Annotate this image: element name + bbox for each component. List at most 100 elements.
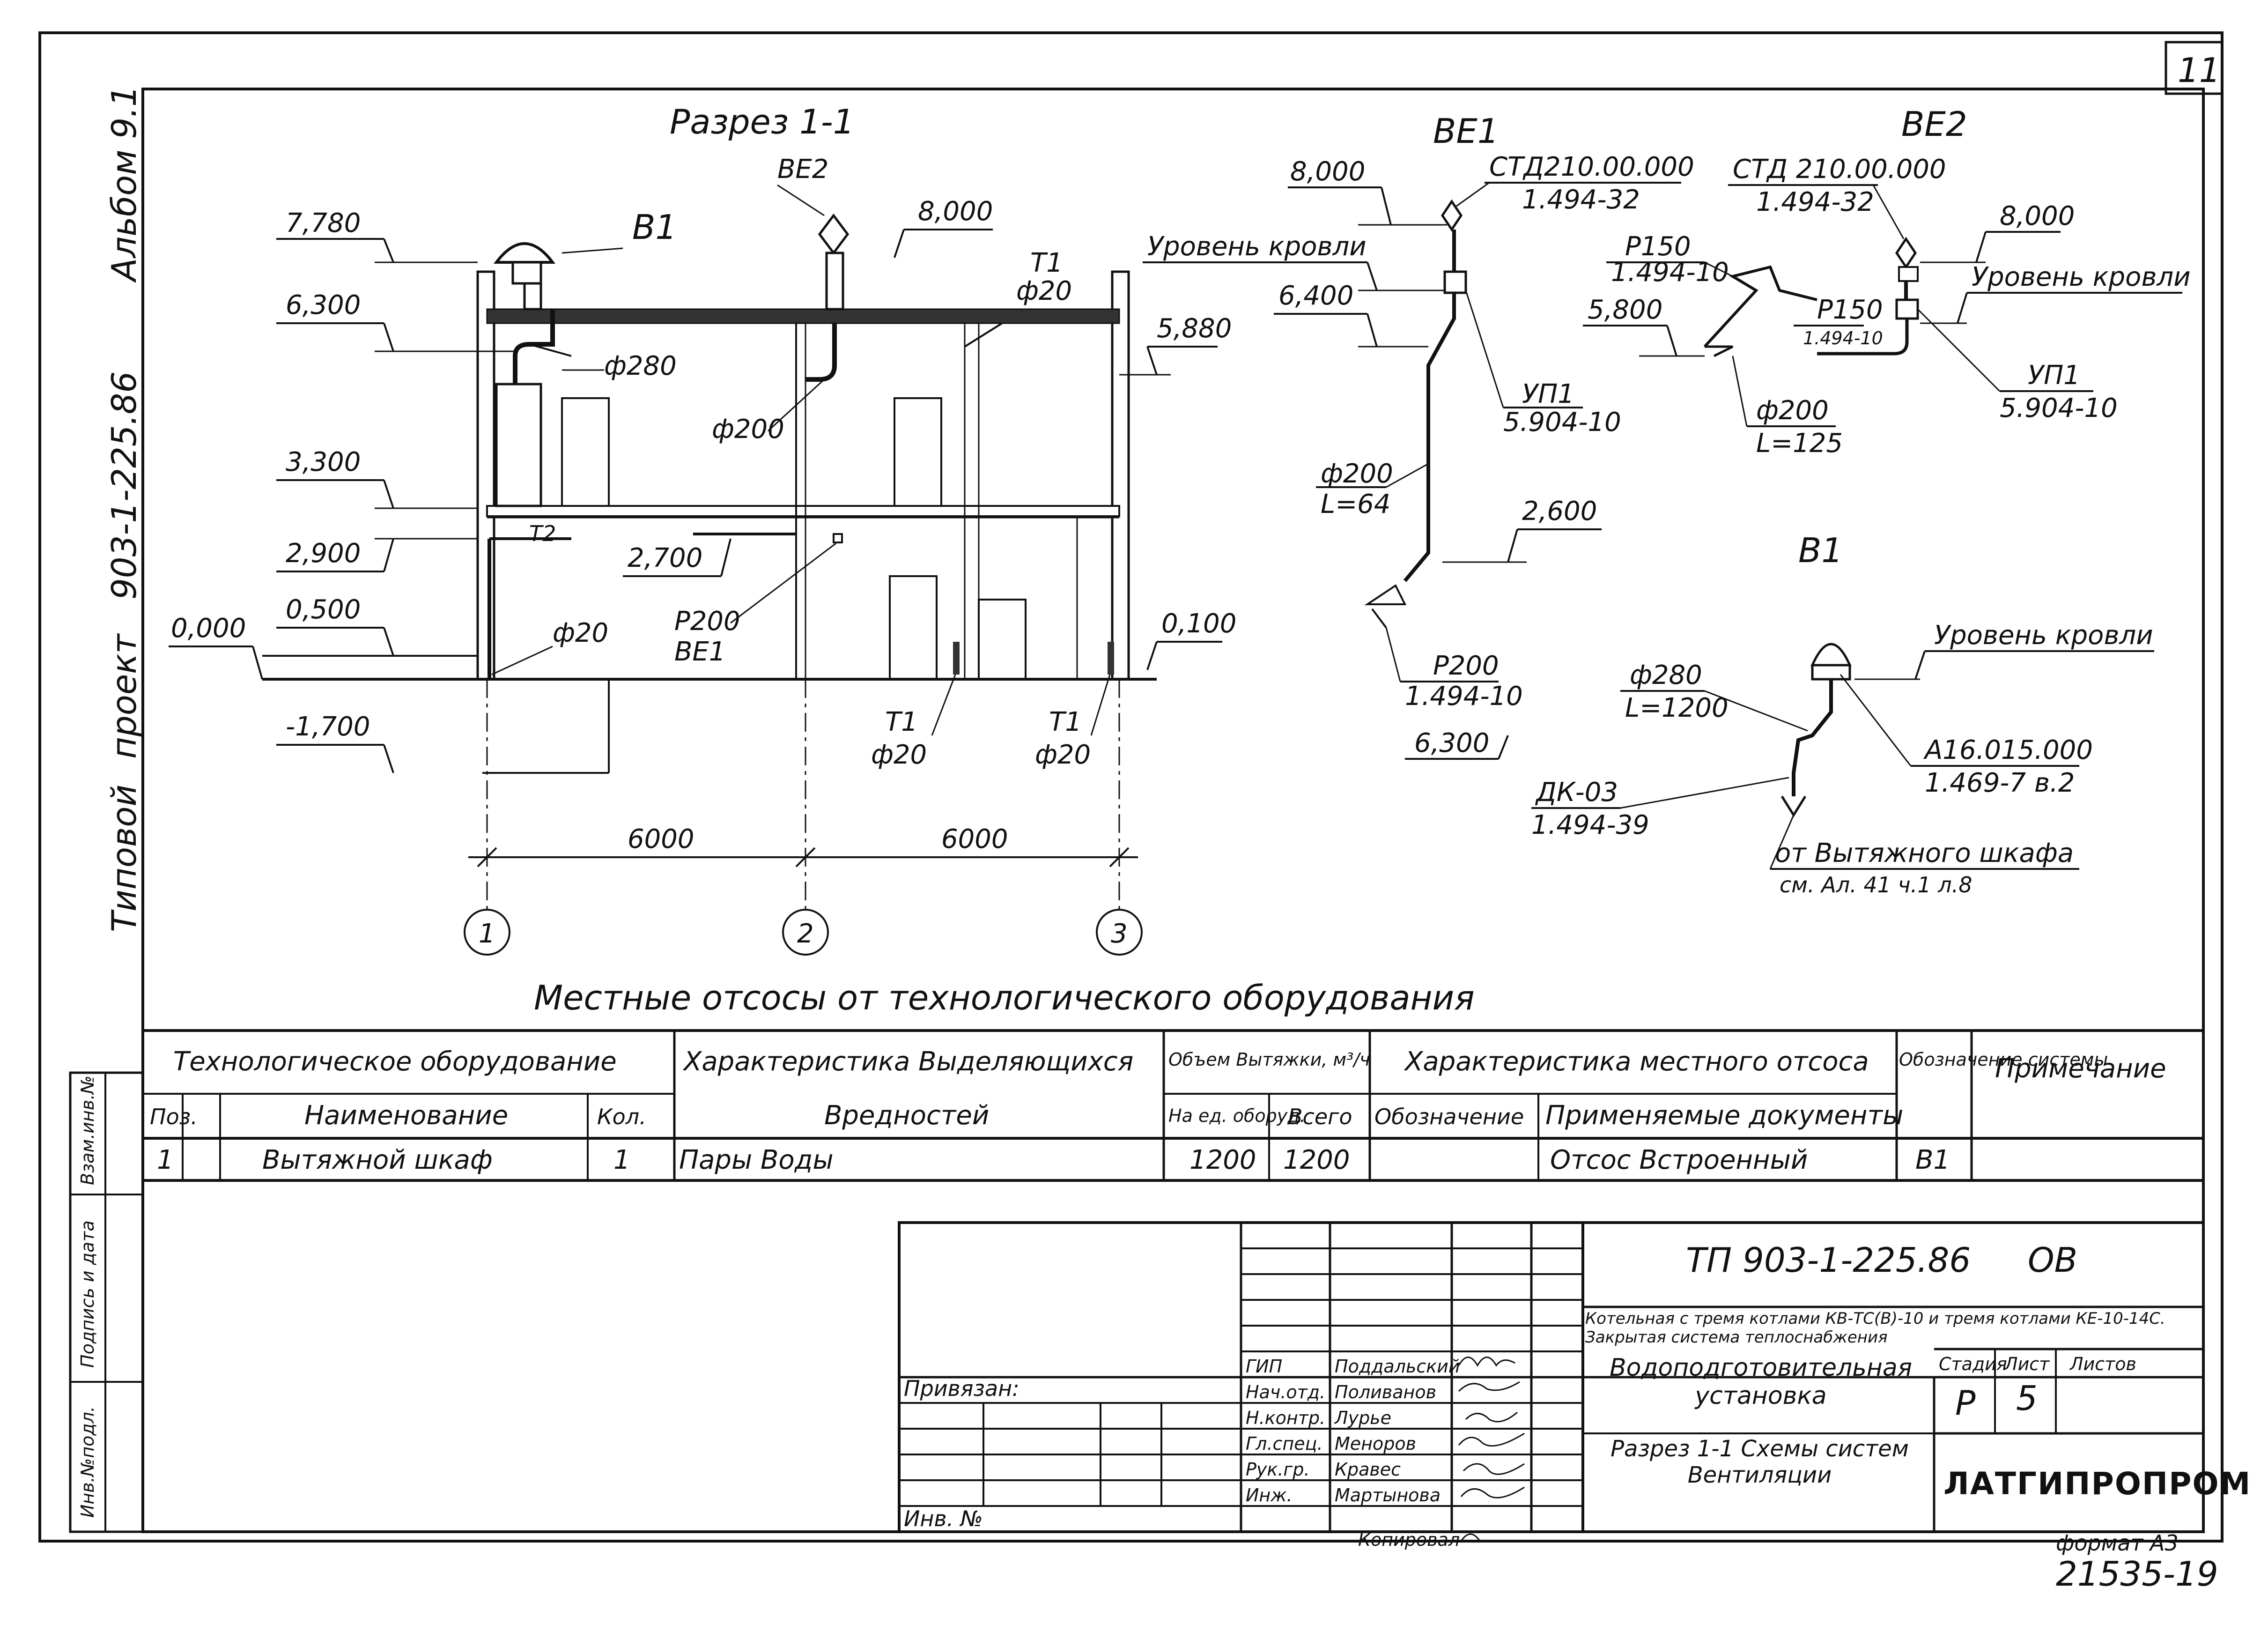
b1-note-a16-doc: 1.469-7 в.2 <box>1925 768 2075 798</box>
section-labels: В1 ВЕ2 Т1 ф20 ф280 ф200 Т2 ф20 Р200 ВЕ1 … <box>491 154 1111 770</box>
stamp-sheet-title: Разрез 1-1 Схемы систем Вентиляции <box>1611 1436 1909 1488</box>
axis-2-bubble <box>782 909 829 956</box>
stamp-sheets-label: Листов <box>2069 1354 2136 1374</box>
stamp-inv: Инв. № <box>904 1506 983 1531</box>
label-f20-bottom-b: ф20 <box>1035 740 1091 770</box>
axis-1-bubble <box>464 909 510 956</box>
elev-minus1700: -1,700 <box>286 712 370 742</box>
copied-signature <box>1460 1533 1536 1542</box>
label-f20-top: ф20 <box>1016 276 1072 306</box>
b1-note-f280: ф280 <box>1630 660 1702 690</box>
b1-note-length: L=1200 <box>1625 693 1729 723</box>
be1-elev-8000: 8,000 <box>1290 156 1365 187</box>
role-label: ГИП <box>1246 1356 1282 1377</box>
be2-note-p150-b-doc: 1.494-10 <box>1803 328 1883 349</box>
album-label: Альбом 9.1 <box>104 85 144 283</box>
be2-elev-8000: 8,000 <box>2000 201 2075 231</box>
role-name: Мартынова <box>1335 1485 1441 1506</box>
table-row: 1 Вытяжной шкаф 1 Пары Воды 1200 1200 От… <box>157 1145 1950 1175</box>
left-strip <box>69 1071 144 1533</box>
be1-elev-6400: 6,400 <box>1278 281 1353 311</box>
cell-documents: Отсос Встроенный <box>1550 1145 1808 1175</box>
be2-title: ВЕ2 <box>1901 104 1967 144</box>
axis-3: 3 <box>1111 919 1128 949</box>
be1-scheme: ВЕ1 8,000 6,400 6,300 2,600 Уровень кров… <box>1143 111 1694 760</box>
outer-frame <box>38 31 2224 1543</box>
archive-number: 21535-19 <box>2056 1554 2218 1594</box>
be2-note-length: L=125 <box>1756 428 1843 459</box>
b1-roof-level: Уровень кровли <box>1934 620 2153 651</box>
stamp-title: Водоподготовительная установка <box>1609 1354 1912 1410</box>
building-section <box>262 213 1157 774</box>
be2-note-std: СТД 210.00.000 <box>1733 154 1946 185</box>
th-name: Наименование <box>304 1100 508 1131</box>
b1-note-a16: А16.015.000 <box>1923 735 2093 765</box>
stamp-code: ТП 903-1-225.86 <box>1686 1240 1971 1280</box>
role-label: Нач.отд. <box>1246 1382 1325 1402</box>
cell-qty: 1 <box>613 1145 630 1175</box>
elev-0500: 0,500 <box>286 594 361 625</box>
elev-0100: 0,100 <box>1161 608 1236 639</box>
stamp-object: Котельная с тремя котлами КВ-ТС(В)-10 и … <box>1585 1309 2165 1347</box>
stamp-stage: Р <box>1955 1383 1976 1423</box>
stamp-stage-label: Стадия <box>1939 1354 2007 1374</box>
th-local-suction: Характеристика местного отсоса <box>1404 1046 1869 1077</box>
label-be2-section: ВЕ2 <box>777 154 828 185</box>
axis-3-bubble <box>1096 909 1143 956</box>
be2-note-up1: УП1 <box>2028 360 2080 391</box>
section-elevations: 7,780 6,300 3,300 2,900 0,500 0,000 -1,7… <box>169 196 1236 773</box>
label-be1-section: ВЕ1 <box>674 637 725 667</box>
th-equipment: Технологическое оборудование <box>173 1046 617 1077</box>
be2-roof-level: Уровень кровли <box>1972 262 2191 292</box>
elev-2900: 2,900 <box>286 538 361 569</box>
be2-scheme: ВЕ2 СТД 210.00.000 1.494-32 8,000 Уровен… <box>1583 104 2191 459</box>
be2-note-std-doc: 1.494-32 <box>1756 187 1874 217</box>
stamp-sheet-title-box: Разрез 1-1 Схемы систем Вентиляции <box>1611 1436 1909 1488</box>
typical-word-side: Типовой <box>104 785 144 932</box>
be1-elev-6300: 6,300 <box>1414 728 1489 758</box>
be1-note-p200-doc: 1.494-10 <box>1405 681 1523 712</box>
be1-note-std-doc: 1.494-32 <box>1522 185 1640 215</box>
cell-name: Вытяжной шкаф <box>262 1145 493 1175</box>
be1-note-f200: ф200 <box>1321 459 1393 489</box>
b1-scheme: В1 Уровень кровли ф280 L=1200 А16.015.00… <box>1531 531 2154 898</box>
cell-system: В1 <box>1915 1145 1950 1175</box>
th-documents: Применяемые документы <box>1545 1100 1903 1131</box>
strip-inv-original: Инв.№подл. <box>77 1406 98 1518</box>
role-label: Рук.гр. <box>1246 1459 1310 1480</box>
role-name: Меноров <box>1335 1433 1416 1454</box>
be1-title: ВЕ1 <box>1433 111 1499 151</box>
role-label: Н.контр. <box>1246 1408 1325 1428</box>
elev-3300: 3,300 <box>286 447 361 477</box>
th-hazard-1: Характеристика Выделяющихся <box>682 1046 1133 1077</box>
dimension-6000-left: 6000 <box>628 824 694 854</box>
b1-note-see-album: см. Ал. 41 ч.1 л.8 <box>1780 872 1972 898</box>
be1-note-std: СТД210.00.000 <box>1489 152 1694 182</box>
th-volume: Объем Вытяжки, м³/ч <box>1168 1049 1370 1070</box>
section-title: Разрез 1-1 <box>670 102 855 141</box>
be1-note-p200: Р200 <box>1433 651 1499 681</box>
th-designation: Обозначение <box>1374 1104 1524 1129</box>
elev-0000: 0,000 <box>171 613 246 644</box>
role-name: Поливанов <box>1335 1382 1436 1402</box>
elev-5880: 5,880 <box>1157 313 1232 344</box>
be2-note-f200: ф200 <box>1756 395 1829 426</box>
label-f200-section: ф200 <box>712 414 784 445</box>
sheet-format: формат А3 <box>2056 1530 2179 1556</box>
cell-total: 1200 <box>1283 1145 1350 1175</box>
be2-note-up1-doc: 5.904-10 <box>2000 393 2118 423</box>
cell-pos: 1 <box>157 1145 174 1175</box>
role-name: Лурье <box>1334 1408 1391 1428</box>
axis-1: 1 <box>479 919 495 949</box>
label-t1-top: Т1 <box>1030 248 1063 278</box>
label-p200: Р200 <box>674 606 740 637</box>
be2-note-p150-a-doc: 1.494-10 <box>1611 257 1729 288</box>
b1-note-from-cabinet: от Вытяжного шкафа <box>1775 838 2074 868</box>
b1-note-dk03-doc: 1.494-39 <box>1531 810 1649 840</box>
table-title: Местные отсосы от технологического обору… <box>534 978 1475 1017</box>
axis-2: 2 <box>797 919 814 949</box>
cell-hazard: Пары Воды <box>679 1145 834 1175</box>
sheet-number: 11 <box>2178 51 2221 90</box>
th-note: Примечание <box>1995 1053 2166 1084</box>
